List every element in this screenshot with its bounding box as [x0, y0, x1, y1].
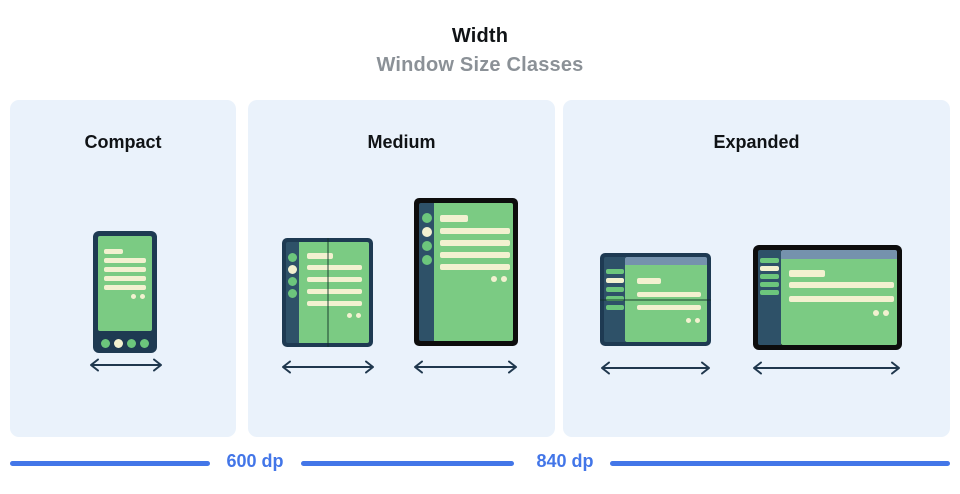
sidebar-item-bar — [605, 305, 624, 310]
skeleton-line — [440, 264, 510, 270]
sidebar-item-bar — [760, 282, 779, 287]
foldable-portrait-device — [282, 238, 373, 347]
sidebar-item-bar — [605, 269, 624, 274]
action-dots — [104, 294, 146, 299]
tablet-landscape-device — [753, 245, 902, 350]
width-arrow-icon — [282, 360, 374, 374]
skeleton-line-short — [104, 249, 123, 254]
phone-screen — [98, 236, 152, 331]
diagram-title: Width — [451, 25, 509, 47]
dot — [356, 313, 361, 318]
action-dots — [637, 318, 707, 323]
content-area — [781, 259, 897, 345]
rail-dot — [288, 265, 297, 274]
skeleton-line — [104, 258, 146, 263]
tablet-portrait-device — [414, 198, 518, 346]
panel-expanded: Expanded — [563, 100, 950, 437]
diagram-subtitle: Window Size Classes — [376, 54, 584, 76]
foldable-landscape-device — [600, 253, 711, 346]
dot — [501, 276, 507, 282]
skeleton-line-short — [637, 278, 661, 284]
nav-dot — [127, 339, 136, 348]
skeleton-line — [440, 252, 510, 258]
skeleton-line — [789, 296, 894, 302]
foldable-screen — [299, 242, 369, 343]
nav-rail — [419, 203, 434, 341]
skeleton-line — [104, 276, 146, 281]
content-pane — [781, 250, 897, 345]
skeleton-line — [440, 240, 510, 246]
dot — [873, 310, 879, 316]
tablet-screen — [434, 203, 513, 341]
dot — [883, 310, 889, 316]
sidebar — [758, 250, 781, 345]
sidebar-item-bar — [605, 278, 624, 283]
header-strip — [781, 250, 897, 259]
dot — [131, 294, 136, 299]
dot — [686, 318, 691, 323]
skeleton-line-short — [789, 270, 825, 277]
panel-expanded-label: Expanded — [713, 132, 800, 152]
nav-dot — [114, 339, 123, 348]
ruler-line-segment — [10, 461, 210, 466]
skeleton-line-short — [307, 253, 333, 259]
phone-nav-bar — [93, 339, 157, 348]
panel-compact: Compact — [10, 100, 236, 437]
width-arrow-icon — [90, 358, 162, 372]
ruler-line-segment — [610, 461, 950, 466]
rail-dot — [421, 255, 432, 265]
sidebar-item-bar — [760, 274, 779, 279]
skeleton-line — [104, 285, 146, 290]
panel-compact-label: Compact — [84, 132, 162, 152]
skeleton-line — [104, 267, 146, 272]
sidebar-item-bar — [605, 296, 624, 301]
nav-rail — [286, 242, 299, 343]
skeleton-line — [789, 282, 894, 288]
skeleton-line — [440, 228, 510, 234]
panel-medium-label: Medium — [367, 132, 436, 152]
width-arrow-icon — [753, 361, 900, 375]
ruler-line-segment — [301, 461, 514, 466]
dot — [695, 318, 700, 323]
action-dots — [307, 313, 369, 318]
fold-line — [326, 238, 329, 347]
rail-dot — [421, 213, 432, 223]
ruler-label-600dp: 600 dp — [226, 451, 284, 471]
action-dots — [440, 276, 513, 282]
width-arrow-icon — [601, 361, 710, 375]
rail-dot — [288, 277, 297, 286]
content-pane — [625, 257, 707, 342]
rail-dot — [288, 289, 297, 298]
nav-dot — [140, 339, 149, 348]
content-area — [625, 265, 707, 342]
dot — [347, 313, 352, 318]
fold-line — [600, 298, 711, 301]
skeleton-line — [637, 305, 701, 310]
width-arrow-icon — [414, 360, 517, 374]
action-dots — [789, 310, 897, 316]
sidebar — [604, 257, 625, 342]
sidebar-item-bar — [760, 258, 779, 263]
phone-device — [93, 231, 157, 353]
sidebar-item-bar — [605, 287, 624, 292]
skeleton-line — [307, 277, 362, 282]
skeleton-line — [637, 292, 701, 297]
sidebar-item-bar — [760, 290, 779, 295]
rail-dot — [421, 241, 432, 251]
ruler-label-840dp: 840 dp — [536, 451, 594, 471]
skeleton-line — [307, 301, 362, 306]
skeleton-line — [307, 265, 362, 270]
sidebar-item-bar — [760, 266, 779, 271]
dot — [140, 294, 145, 299]
rail-dot — [421, 227, 432, 237]
nav-dot — [101, 339, 110, 348]
skeleton-line-short — [440, 215, 468, 222]
rail-dot — [288, 253, 297, 262]
skeleton-line — [307, 289, 362, 294]
header-strip — [625, 257, 707, 265]
panel-medium: Medium — [248, 100, 555, 437]
dot — [491, 276, 497, 282]
